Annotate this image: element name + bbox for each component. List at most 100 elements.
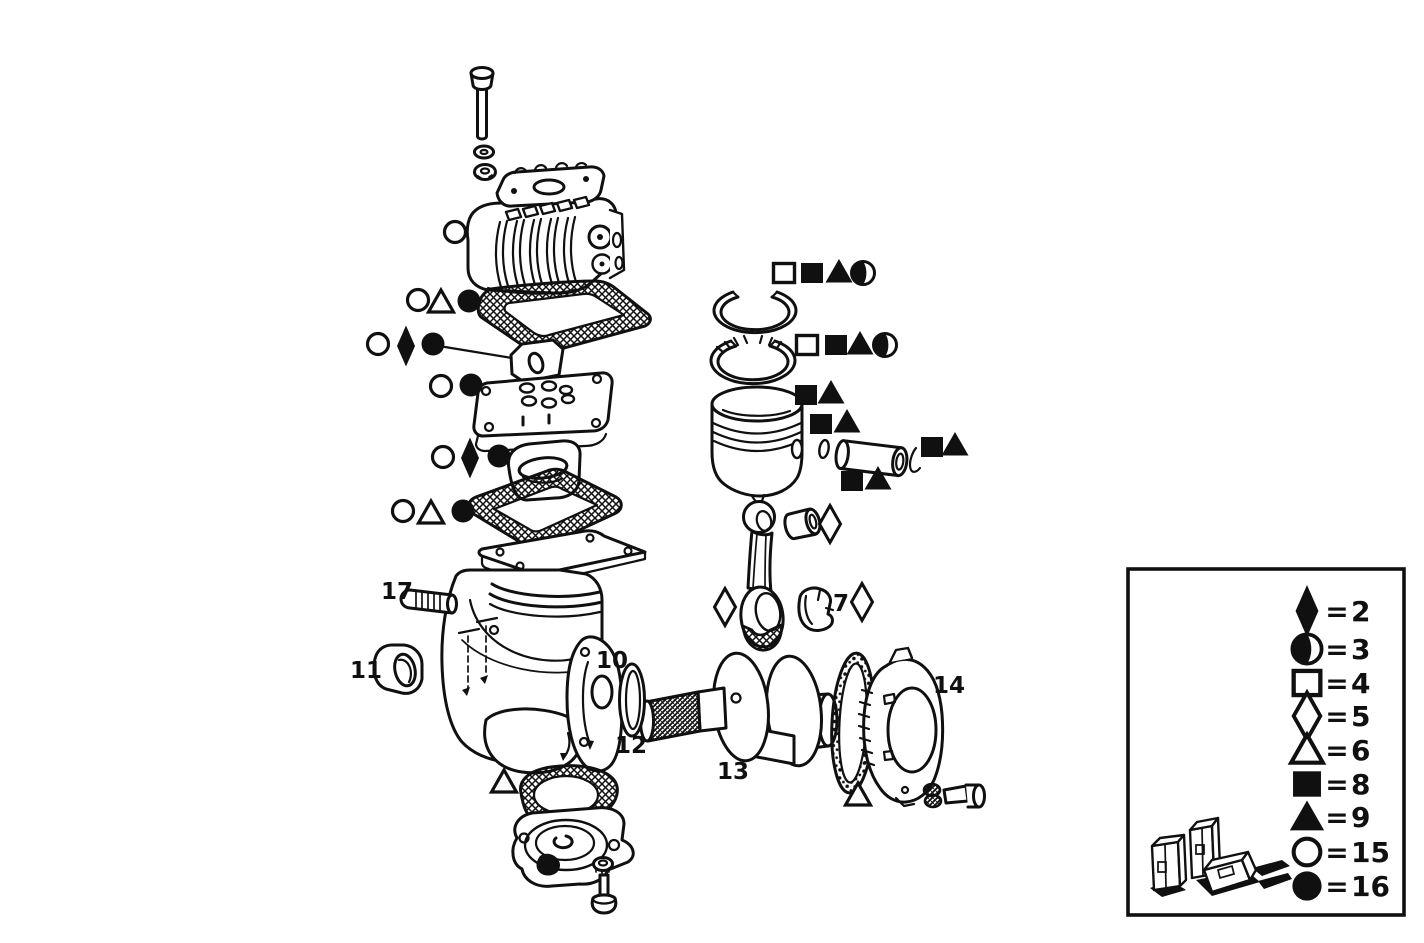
cover-bolt-drawing (942, 783, 986, 809)
dowel-pin-drawing (399, 588, 458, 615)
crankcase-drawing (440, 529, 647, 775)
half-filled-circle-symbol (1290, 632, 1324, 666)
open-circle-symbol (390, 498, 416, 524)
legend-row: =4 (1291, 667, 1370, 700)
legend-number: 16 (1351, 870, 1390, 903)
legend-equals: = (1325, 768, 1348, 801)
open-circle-symbol (428, 373, 454, 399)
legend-number: 2 (1351, 595, 1370, 628)
half-filled-circle-symbol (850, 260, 876, 286)
filled-square-symbol (810, 414, 832, 434)
open-square-symbol (771, 261, 797, 285)
reed-valve-drawing (509, 338, 565, 384)
open-triangle-symbol (425, 286, 457, 314)
part-number-label: 10 (596, 648, 628, 674)
legend-equals: = (1325, 870, 1348, 903)
legend-number: 4 (1351, 667, 1370, 700)
base-cover-drawing (511, 806, 635, 888)
legend-row: =15 (1291, 836, 1390, 869)
legend-equals: = (1325, 836, 1348, 869)
legend-number: 5 (1351, 700, 1370, 733)
end-cover-drawing (857, 646, 945, 808)
legend-equals: = (1325, 595, 1348, 628)
filled-triangle-symbol (1289, 800, 1325, 831)
open-triangle-symbol (842, 779, 874, 807)
piston-ring-1-drawing (712, 290, 798, 335)
open-circle-symbol (430, 444, 456, 470)
legend-number: 15 (1351, 836, 1390, 869)
legend-number: 6 (1351, 734, 1370, 767)
legend-number: 8 (1351, 768, 1370, 801)
base-nut-drawing (592, 856, 614, 875)
legend-row: =2 (1295, 584, 1370, 638)
base-bolt-drawing (590, 873, 618, 915)
filled-circle-symbol (1292, 871, 1322, 901)
piston-drawing (710, 385, 804, 504)
legend-row: =5 (1291, 688, 1370, 744)
artwork-layer (372, 66, 1406, 917)
filled-narrow-diamond-symbol (461, 437, 479, 479)
filled-triangle-symbol (833, 409, 861, 433)
seal-ring-drawing (618, 662, 646, 738)
open-diamond-symbol (849, 580, 875, 624)
filled-circle-symbol (459, 373, 483, 397)
leader-line (443, 345, 514, 360)
half-filled-circle-symbol (872, 332, 898, 358)
filled-triangle-symbol (864, 466, 892, 490)
filled-circle-symbol (457, 289, 481, 313)
pin-oring-drawing (818, 438, 830, 460)
legend-row: =9 (1289, 800, 1370, 834)
open-diamond-symbol (712, 585, 738, 629)
open-triangle-symbol (1287, 730, 1327, 765)
legend-number: 9 (1351, 801, 1370, 834)
filled-narrow-diamond-symbol (1295, 584, 1319, 638)
filled-circle-symbol (421, 332, 445, 356)
open-circle-symbol (365, 331, 391, 357)
legend-rows-layer: =2=3=4=5=6=8=9=15=16 (1287, 584, 1390, 903)
open-circle-symbol (442, 219, 468, 245)
head-gasket-drawing (476, 279, 652, 355)
piston-ring-2-drawing (709, 334, 797, 386)
legend-row: =6 (1287, 730, 1370, 767)
part-number-label: 13 (717, 759, 749, 785)
filled-circle-symbol (487, 444, 511, 468)
open-triangle-symbol (415, 497, 447, 525)
legend-row: =8 (1293, 768, 1370, 801)
bearing-shell-drawing (797, 586, 835, 632)
filled-square-symbol (825, 335, 847, 355)
filled-square-symbol (801, 263, 823, 283)
filled-square-symbol (921, 437, 943, 457)
legend-equals: = (1325, 700, 1348, 733)
lock-washer-drawing (922, 782, 943, 809)
crankshaft-drawing (639, 651, 839, 768)
open-diamond-symbol (817, 502, 843, 546)
valve-plate-drawing (472, 371, 614, 453)
open-circle-symbol (1291, 836, 1323, 868)
wrist-pin-drawing (834, 439, 909, 478)
filled-square-symbol (795, 385, 817, 405)
legend-equals: = (1325, 801, 1348, 834)
open-square-symbol (794, 333, 820, 357)
part-number-label: 14 (933, 673, 965, 699)
connecting-rod-drawing (739, 500, 785, 652)
part-number-label: 12 (615, 733, 647, 759)
open-circle-symbol (405, 287, 431, 313)
legend-equals: = (1325, 734, 1348, 767)
hex-bolt-drawing (469, 66, 495, 141)
filled-triangle-symbol (941, 432, 969, 456)
filled-triangle-symbol (817, 380, 845, 404)
legend-equals: = (1325, 667, 1348, 700)
cylinder-head-drawing (465, 162, 626, 295)
part-number-label: 11 (350, 658, 382, 684)
filled-circle-symbol (451, 499, 475, 523)
rod-bushing-drawing (783, 507, 822, 541)
filled-triangle-symbol (825, 259, 853, 283)
filled-square-symbol (1293, 771, 1321, 797)
legend-equals: = (1325, 633, 1348, 666)
nut-drawing (473, 163, 497, 181)
legend-row: =16 (1292, 870, 1390, 903)
filled-narrow-diamond-symbol (397, 325, 415, 367)
